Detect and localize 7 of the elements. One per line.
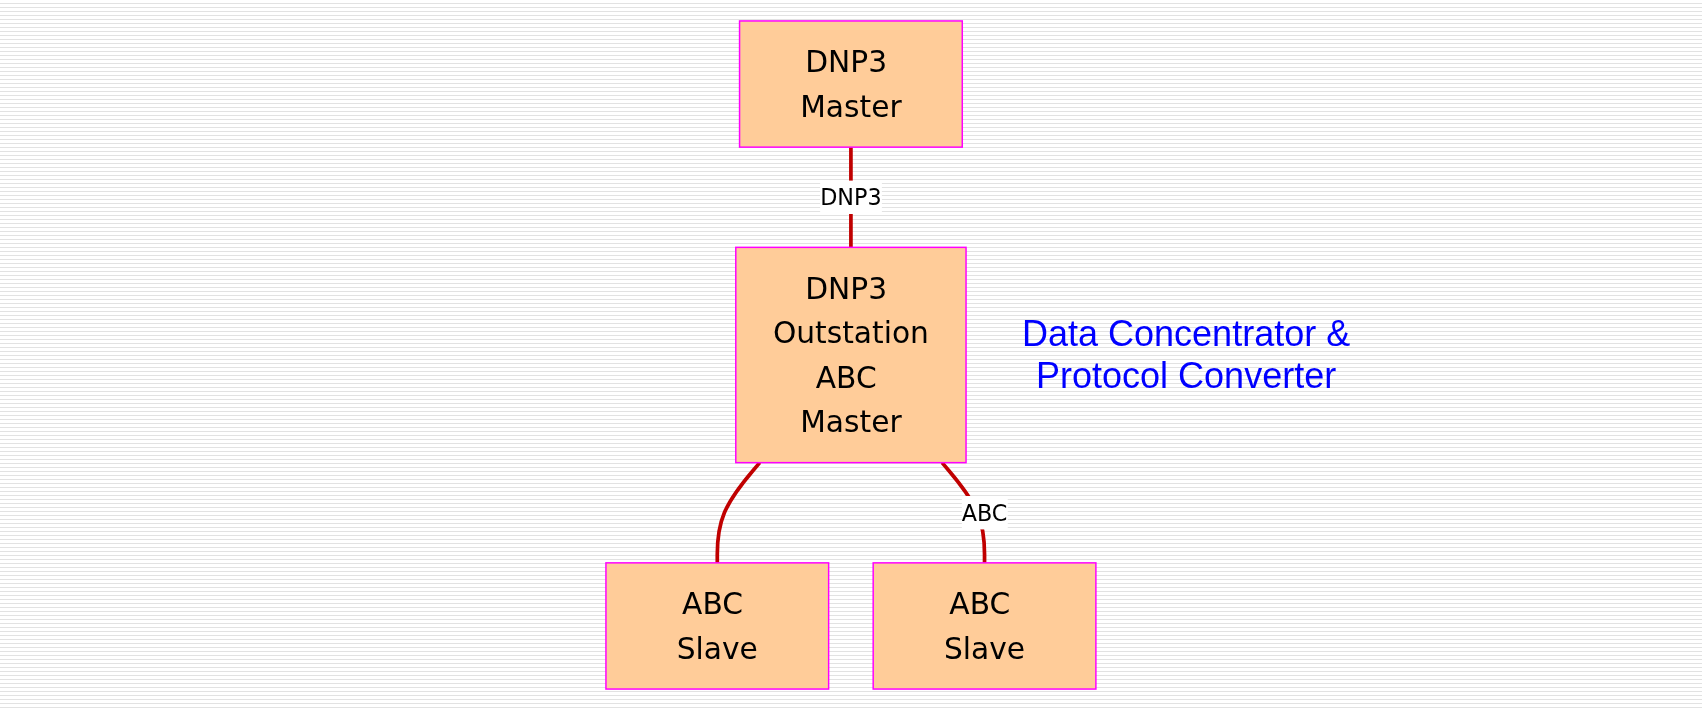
edge-label: DNP3	[820, 183, 882, 210]
edge-label: ABC	[961, 499, 1008, 526]
node-box: DNP3 Outstation ABC Master	[735, 246, 967, 463]
caption-text: Data Concentrator & Protocol Converter	[1021, 312, 1352, 397]
node-box: ABC Slave	[872, 561, 1097, 690]
node-box: ABC Slave	[605, 561, 830, 690]
node-box: DNP3 Master	[738, 19, 964, 148]
